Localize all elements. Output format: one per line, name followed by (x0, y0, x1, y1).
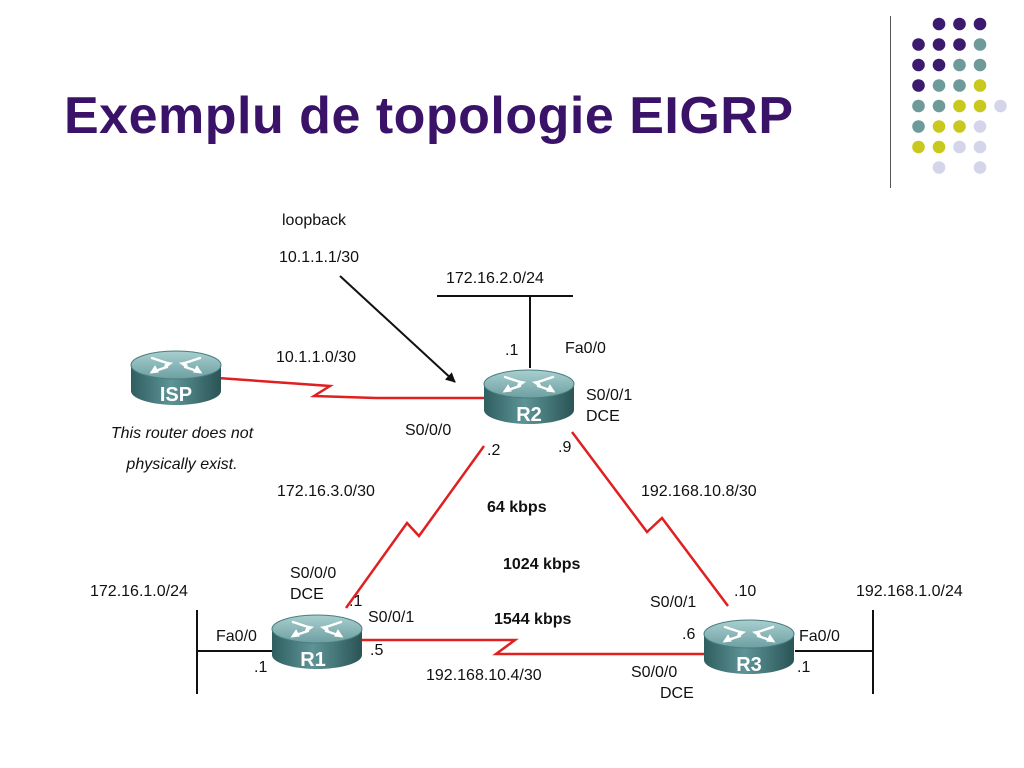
r1-r2-serial-link (344, 445, 486, 609)
r3-lan-network: 192.168.1.0/24 (856, 583, 963, 600)
decorative-dot (953, 79, 966, 92)
r2-s000-ip: .2 (487, 442, 500, 459)
r2-r3-network: 192.168.10.8/30 (641, 483, 757, 500)
decorative-dot (912, 58, 925, 72)
decorative-dot (912, 79, 925, 92)
loopback-arrow (339, 275, 456, 383)
r2-r3-bandwidth: 1024 kbps (503, 556, 580, 573)
decorative-dot-grid (912, 17, 1007, 174)
r1-r3-network: 192.168.10.4/30 (426, 667, 542, 684)
r1-r3-bandwidth: 1544 kbps (494, 611, 571, 628)
r1-fa-ip: .1 (254, 659, 267, 676)
r1-s000-dce: DCE (290, 586, 324, 603)
decorative-dot (973, 58, 987, 72)
decorative-dot (912, 140, 925, 154)
isp-link-network: 10.1.1.0/30 (276, 349, 356, 366)
r3-fa-interface: Fa0/0 (799, 628, 840, 645)
decorative-dot (973, 17, 987, 31)
r2-fa-ip: .1 (505, 342, 518, 359)
decorative-dot (973, 79, 987, 92)
r1-r3-serial-link (360, 638, 708, 656)
decorative-dot (973, 38, 987, 51)
decorative-dot (953, 120, 966, 133)
decorative-dot (994, 99, 1007, 113)
isp-note-line-1: This router does not (111, 425, 254, 442)
decorative-dot (953, 38, 966, 51)
title-divider-line (890, 16, 891, 188)
decorative-dot (973, 140, 987, 154)
r3-s000-interface: S0/0/0 (631, 664, 677, 681)
decorative-dot (932, 161, 946, 174)
loopback-address: 10.1.1.1/30 (279, 249, 359, 266)
decorative-dot (953, 17, 966, 31)
router-r2: R2 (482, 368, 576, 426)
decorative-dot (973, 161, 987, 174)
r2-s001-ip: .9 (558, 439, 571, 456)
decorative-dot (912, 38, 925, 51)
r2-s000-interface: S0/0/0 (405, 422, 451, 439)
r1-s000-interface: S0/0/0 (290, 565, 336, 582)
decorative-dot (932, 79, 946, 92)
router-isp: ISP (129, 349, 223, 407)
r2-fa-interface: Fa0/0 (565, 340, 606, 357)
r1-s001-interface: S0/0/1 (368, 609, 414, 626)
r1-r2-bandwidth: 64 kbps (487, 499, 547, 516)
decorative-dot (973, 120, 987, 133)
router-r3: R3 (702, 618, 796, 676)
router-r3-label: R3 (736, 654, 762, 676)
r1-fa-interface: Fa0/0 (216, 628, 257, 645)
decorative-dot (932, 38, 946, 51)
r3-s000-ip: .6 (682, 626, 695, 643)
r2-r3-serial-link (571, 431, 729, 607)
decorative-dot (953, 99, 966, 113)
r2-lan-network: 172.16.2.0/24 (446, 270, 544, 287)
r1-s001-ip: .5 (370, 642, 383, 659)
slide-title: Exemplu de topologie EIGRP (64, 87, 794, 145)
r1-r2-network: 172.16.3.0/30 (277, 483, 375, 500)
isp-r2-serial-link (217, 376, 486, 400)
r1-s000-ip: .1 (349, 593, 362, 610)
decorative-dot (912, 99, 925, 113)
r3-s001-ip: .10 (734, 583, 756, 600)
router-isp-label: ISP (160, 384, 192, 406)
decorative-dot (932, 17, 946, 31)
decorative-dot (912, 120, 925, 133)
r2-s001-dce: DCE (586, 408, 620, 425)
decorative-dot (953, 140, 966, 154)
decorative-dot (953, 58, 966, 72)
loopback-label: loopback (282, 212, 347, 229)
r2-s001-interface: S0/0/1 (586, 387, 632, 404)
r1-lan-network: 172.16.1.0/24 (90, 583, 188, 600)
r3-s001-interface: S0/0/1 (650, 594, 696, 611)
decorative-dot (932, 140, 946, 154)
isp-note-line-2: physically exist. (125, 456, 237, 473)
router-r1-label: R1 (300, 649, 326, 671)
router-r2-label: R2 (516, 404, 542, 426)
r3-s000-dce: DCE (660, 685, 694, 702)
decorative-dot (932, 58, 946, 72)
decorative-dot (973, 99, 987, 113)
r3-fa-ip: .1 (797, 659, 810, 676)
decorative-dot (932, 99, 946, 113)
router-r1: R1 (270, 613, 364, 671)
decorative-dot (932, 120, 946, 133)
